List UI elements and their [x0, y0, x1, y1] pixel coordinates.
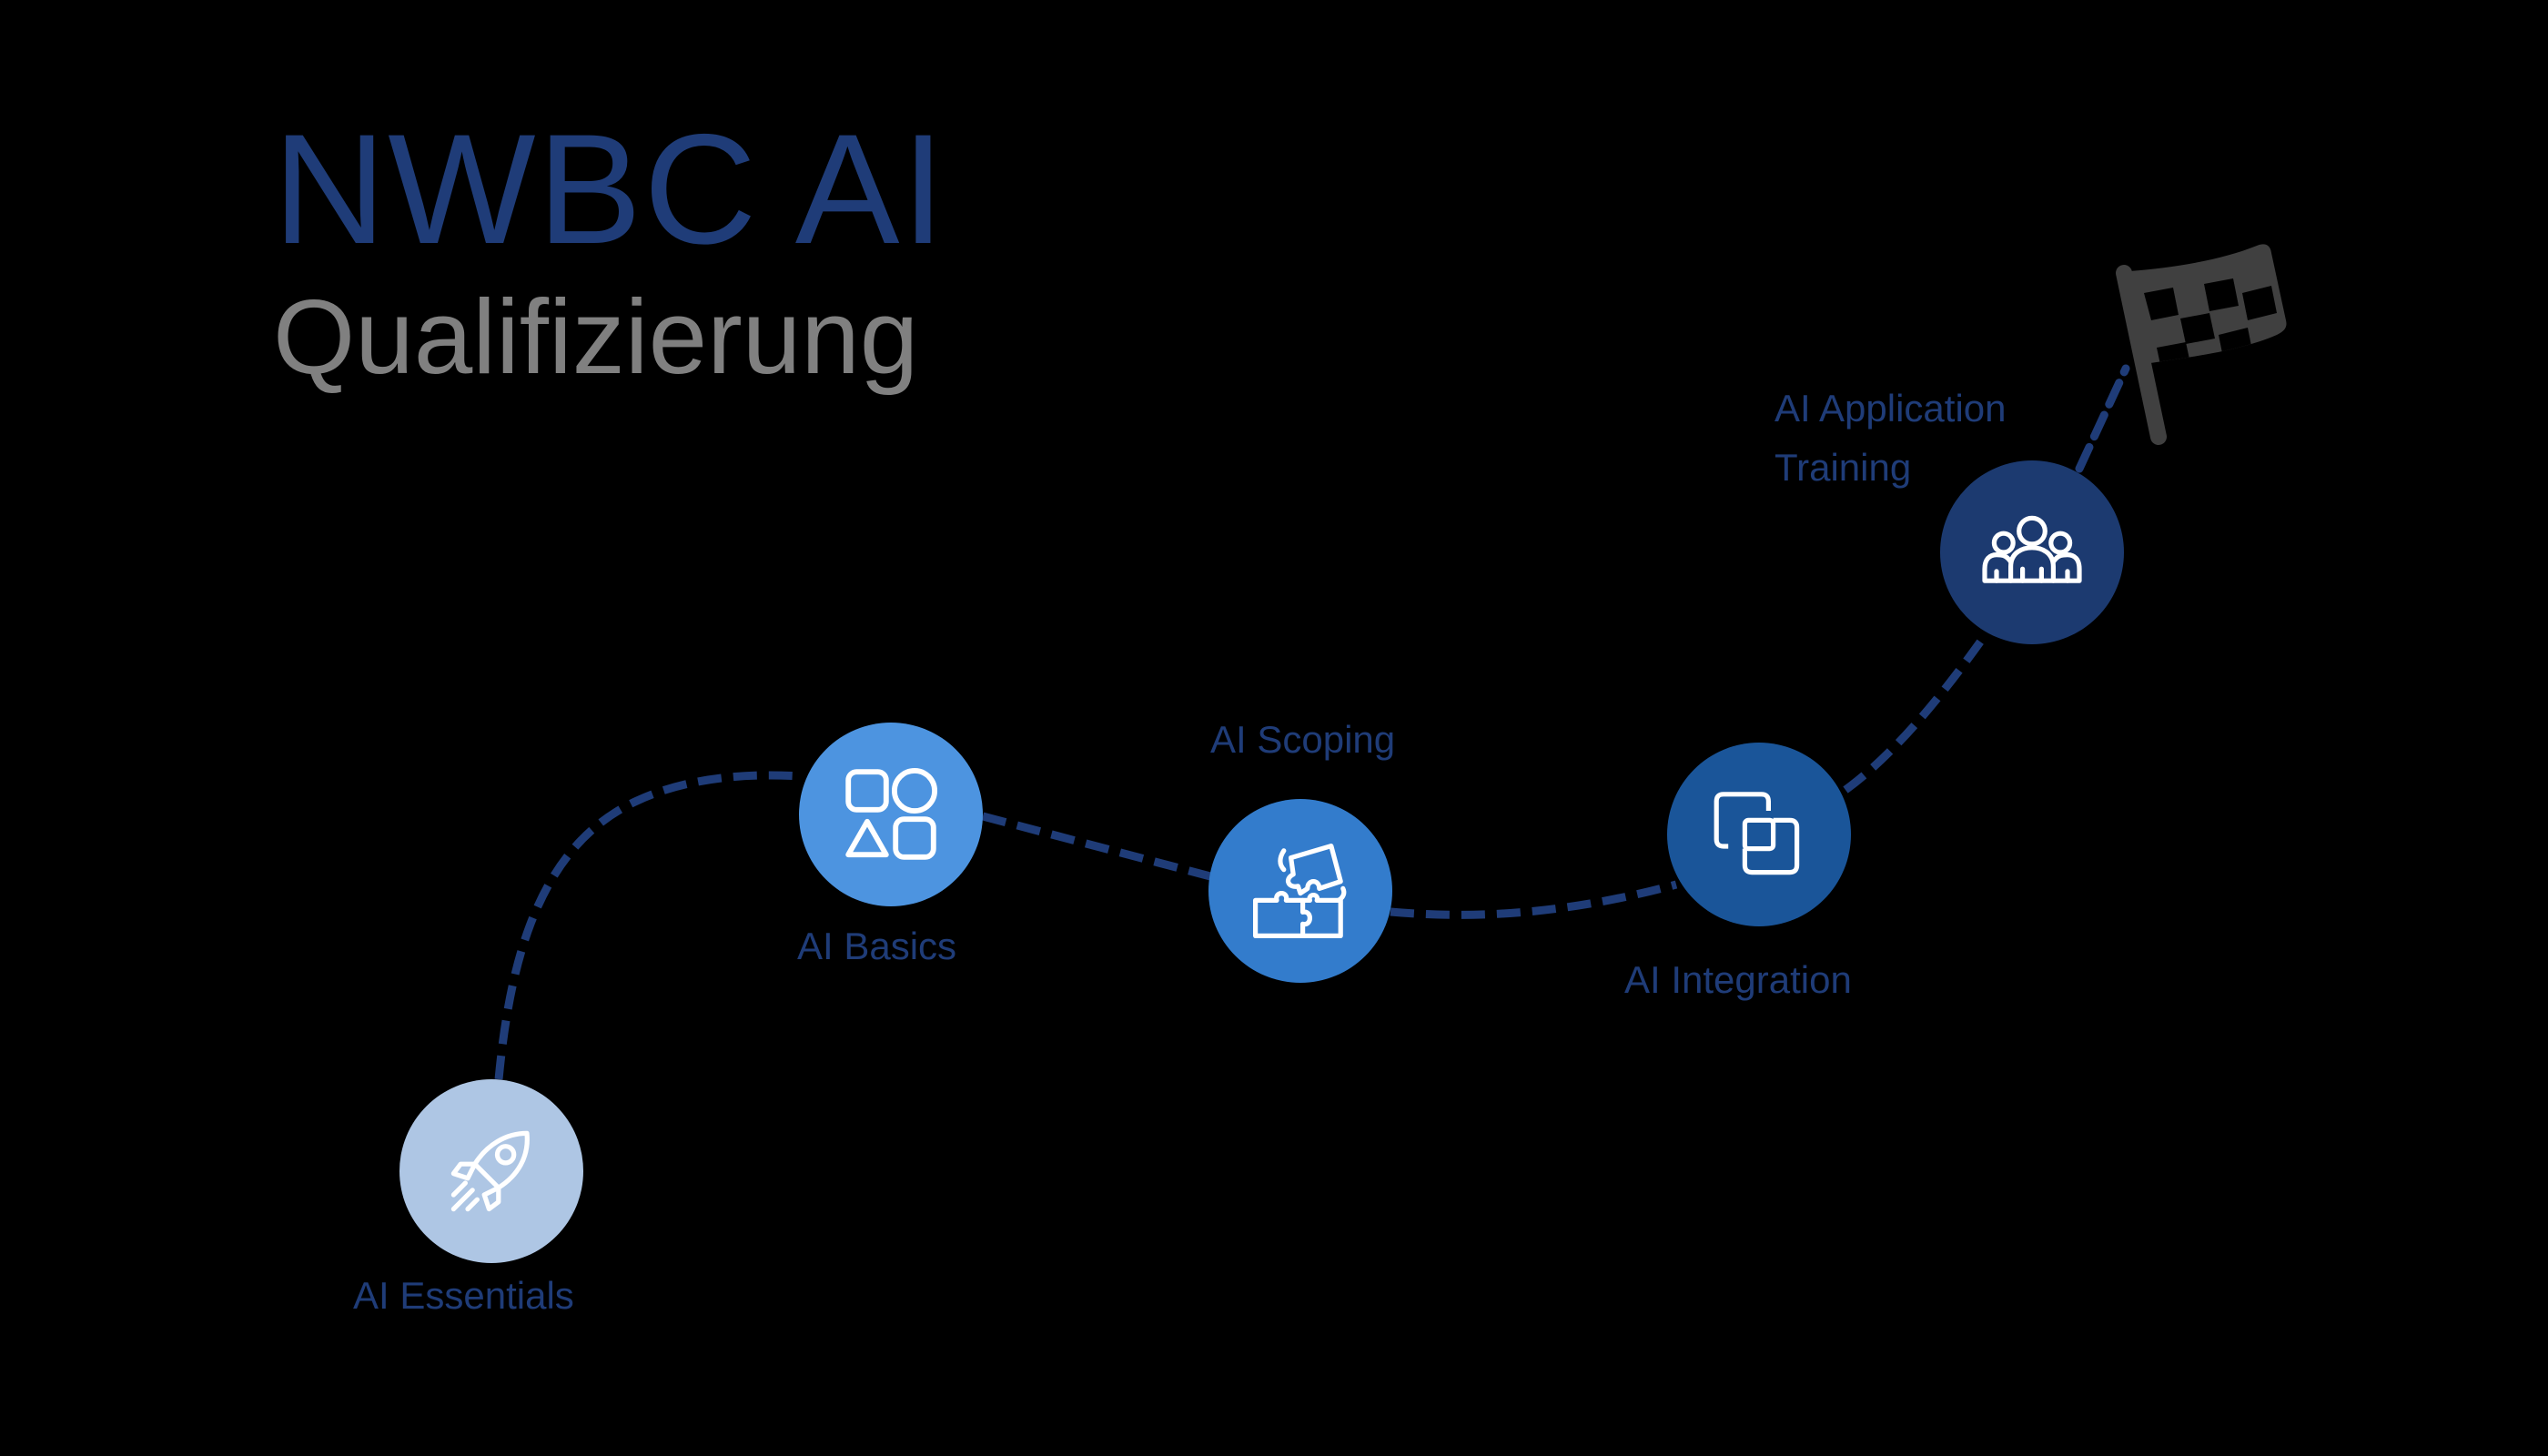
- puzzle-icon: [1253, 844, 1347, 938]
- step-ai-application-training[interactable]: [1940, 460, 2124, 644]
- path-segment-integration-training: [1843, 634, 1987, 794]
- step-label-ai-basics[interactable]: AI Basics: [797, 925, 957, 967]
- checkered-flag-icon: [2116, 244, 2287, 445]
- step-label-line2: Training: [1774, 446, 1912, 489]
- shapes-icon: [845, 767, 938, 860]
- step-label-ai-essentials[interactable]: AI Essentials: [353, 1274, 574, 1317]
- step-ai-basics[interactable]: [799, 723, 983, 906]
- step-label-line1: AI Application: [1774, 387, 2007, 430]
- step-ai-scoping[interactable]: [1208, 799, 1392, 983]
- path-segment-basics-scoping: [981, 812, 1212, 881]
- step-label-ai-application-training[interactable]: AI Application Training: [1774, 379, 2007, 497]
- rocket-icon: [450, 1130, 530, 1212]
- path-segment-essentials-basics: [494, 771, 802, 1080]
- team-icon: [1982, 515, 2082, 583]
- step-label-ai-scoping[interactable]: AI Scoping: [1210, 718, 1396, 761]
- overlap-squares-icon: [1714, 792, 1800, 875]
- step-ai-essentials[interactable]: [399, 1079, 583, 1263]
- page-subtitle: Qualifizierung: [273, 278, 919, 396]
- path-segment-training-finish: [2075, 364, 2130, 473]
- step-label-ai-integration[interactable]: AI Integration: [1624, 958, 1852, 1001]
- path-segment-scoping-integration: [1390, 880, 1678, 919]
- page-title: NWBC AI: [273, 102, 947, 277]
- step-ai-integration[interactable]: [1667, 743, 1851, 926]
